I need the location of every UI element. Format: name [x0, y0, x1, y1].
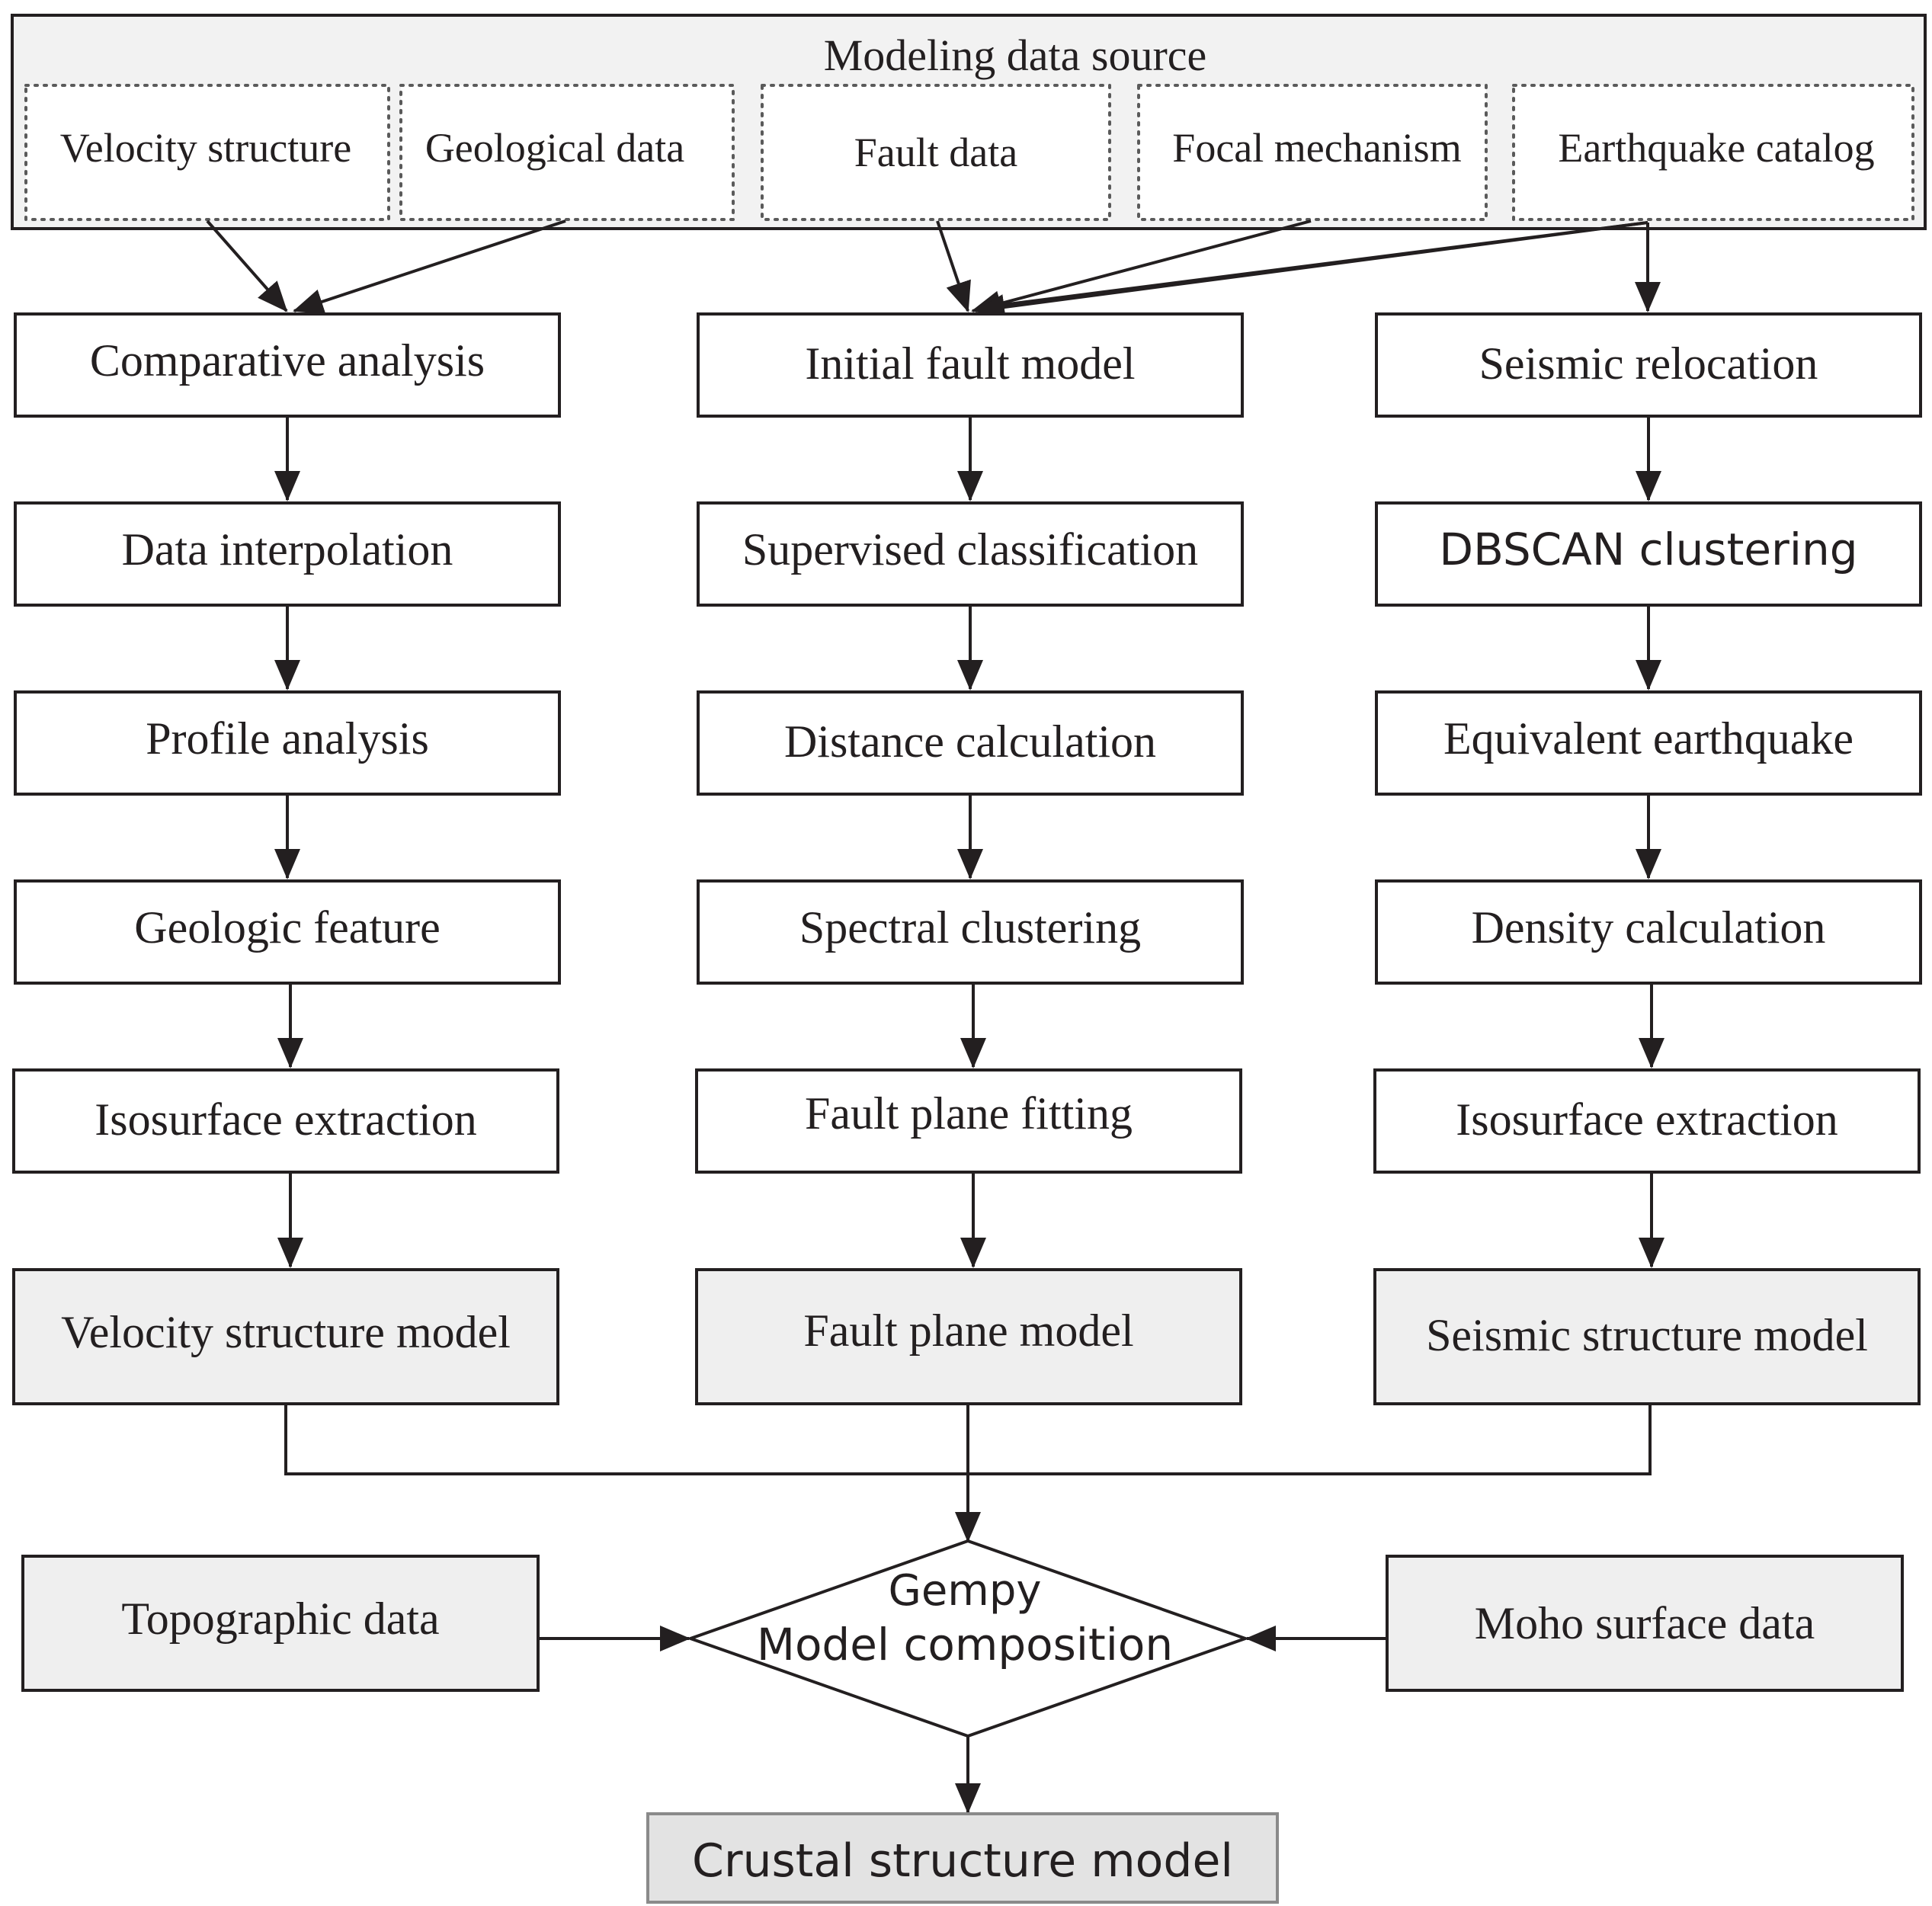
velocity-column-arrows [274, 416, 303, 1268]
data-source-title: Modeling data source [824, 30, 1207, 80]
source-item-focal-mechanism: Focal mechanism [1137, 84, 1488, 221]
svg-text:Data interpolation: Data interpolation [122, 524, 453, 575]
column-seismic: Seismic relocation DBSCAN clustering Equ… [1373, 312, 1922, 1405]
step-profile-analysis: Profile analysis [14, 690, 561, 796]
source-item-geological-data: Geological data [399, 84, 735, 221]
step-distance-calculation: Distance calculation [697, 690, 1244, 796]
svg-text:Crustal structure model: Crustal structure model [692, 1834, 1233, 1888]
svg-text:Earthquake catalog: Earthquake catalog [1558, 125, 1874, 171]
composition-line2: Model composition [757, 1619, 1173, 1671]
svg-text:Velocity structure: Velocity structure [60, 125, 351, 171]
svg-text:Isosurface extraction: Isosurface extraction [95, 1094, 476, 1145]
svg-text:Initial fault model: Initial fault model [805, 338, 1135, 389]
svg-text:Geological data: Geological data [425, 125, 684, 171]
svg-text:Fault data: Fault data [854, 130, 1017, 175]
step-density-calculation: Density calculation [1375, 879, 1922, 985]
data-source-panel: Modeling data source Velocity structure … [11, 14, 1927, 230]
step-isosurface-extraction-seismic: Isosurface extraction [1373, 1068, 1921, 1174]
step-equivalent-earthquake: Equivalent earthquake [1375, 690, 1922, 796]
seismic-structure-model: Seismic structure model [1373, 1268, 1921, 1405]
merge-connector [284, 1404, 1652, 1542]
step-spectral-clustering: Spectral clustering [697, 879, 1244, 985]
step-isosurface-extraction-velocity: Isosurface extraction [12, 1068, 559, 1174]
svg-text:Density calculation: Density calculation [1472, 902, 1826, 953]
svg-text:Spectral clustering: Spectral clustering [799, 902, 1141, 953]
svg-text:Fault plane fitting: Fault plane fitting [805, 1088, 1133, 1139]
column-fault: Initial fault model Supervised classific… [695, 312, 1244, 1405]
step-initial-fault-model: Initial fault model [697, 312, 1244, 418]
source-item-earthquake-catalog: Earthquake catalog [1512, 84, 1914, 221]
seismic-column-arrows [1636, 416, 1664, 1268]
gempy-composition: Gempy Model composition [685, 1539, 1251, 1738]
svg-text:Fault plane model: Fault plane model [803, 1305, 1133, 1356]
step-supervised-classification: Supervised classification [697, 501, 1244, 607]
svg-text:Profile analysis: Profile analysis [146, 713, 429, 764]
topographic-data: Topographic data [21, 1555, 540, 1692]
fault-column-arrows [957, 416, 986, 1268]
svg-text:Isosurface extraction: Isosurface extraction [1456, 1094, 1837, 1145]
velocity-structure-model: Velocity structure model [12, 1268, 559, 1405]
svg-text:Seismic structure model: Seismic structure model [1426, 1310, 1868, 1360]
fault-plane-model: Fault plane model [695, 1268, 1242, 1405]
step-data-interpolation: Data interpolation [14, 501, 561, 607]
step-comparative-analysis: Comparative analysis [14, 312, 561, 418]
step-fault-plane-fitting: Fault plane fitting [695, 1068, 1242, 1174]
source-item-velocity-structure: Velocity structure [24, 84, 390, 221]
step-seismic-relocation: Seismic relocation [1375, 312, 1922, 418]
svg-text:Moho surface data: Moho surface data [1475, 1598, 1815, 1648]
svg-text:Focal mechanism: Focal mechanism [1172, 125, 1461, 171]
svg-text:Topographic data: Topographic data [121, 1594, 439, 1644]
svg-text:Comparative analysis: Comparative analysis [90, 335, 485, 386]
step-geologic-feature: Geologic feature [14, 879, 561, 985]
svg-text:Distance calculation: Distance calculation [784, 716, 1156, 767]
crustal-structure-model: Crustal structure model [646, 1812, 1279, 1904]
svg-text:DBSCAN clustering: DBSCAN clustering [1439, 524, 1857, 575]
svg-text:Equivalent earthquake: Equivalent earthquake [1443, 713, 1854, 764]
source-item-fault-data: Fault data [761, 84, 1111, 221]
composition-line1: Gempy [888, 1566, 1041, 1616]
step-dbscan-clustering: DBSCAN clustering [1375, 501, 1922, 607]
column-velocity: Comparative analysis Data interpolation … [12, 312, 561, 1405]
svg-text:Supervised classification: Supervised classification [742, 524, 1198, 575]
svg-text:Geologic feature: Geologic feature [134, 902, 440, 953]
source-arrows [206, 219, 1661, 320]
svg-text:Velocity structure model: Velocity structure model [61, 1307, 511, 1357]
moho-surface-data: Moho surface data [1386, 1555, 1904, 1692]
svg-text:Seismic relocation: Seismic relocation [1479, 338, 1818, 389]
